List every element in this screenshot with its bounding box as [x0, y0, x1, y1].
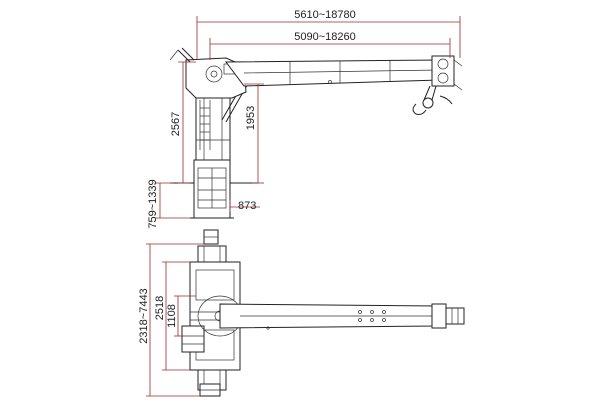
dim-base-offset: 873	[229, 200, 260, 212]
dim-base-width-inner: 1108	[166, 295, 196, 337]
plan-view: 2318~7443 2518 1108	[138, 229, 465, 397]
dim-base-width-inner-label: 1108	[166, 304, 178, 328]
dim-pivot-height-label: 1953	[245, 106, 257, 130]
plan-boom-head	[431, 303, 465, 329]
dim-leg-height-label: 759~1339	[147, 179, 159, 228]
dim-base-width-outer: 2518	[154, 261, 190, 371]
side-boom-head	[412, 55, 463, 115]
dim-base-width-outer-label: 2518	[154, 296, 166, 320]
dim-outrigger-span-label: 2318~7443	[138, 288, 150, 343]
dim-pivot-height: 1953	[244, 83, 264, 184]
dim-total-height: 2567	[170, 61, 196, 184]
dim-total-height-label: 2567	[170, 112, 182, 136]
dim-inner-reach: 5090~18260	[209, 31, 451, 60]
dim-outer-reach-label: 5610~18780	[294, 9, 355, 21]
dim-outrigger-span: 2318~7443	[138, 243, 204, 397]
side-boom	[225, 59, 441, 87]
dim-outer-reach: 5610~18780	[196, 9, 461, 60]
plan-boom	[219, 303, 437, 330]
side-view: 2567 1953 759~1339 873 5610~18780	[147, 9, 463, 229]
dim-base-offset-label: 873	[238, 200, 256, 212]
column-ladder	[199, 100, 211, 150]
dim-leg-height: 759~1339	[147, 179, 190, 229]
dim-inner-reach-label: 5090~18260	[294, 31, 355, 43]
